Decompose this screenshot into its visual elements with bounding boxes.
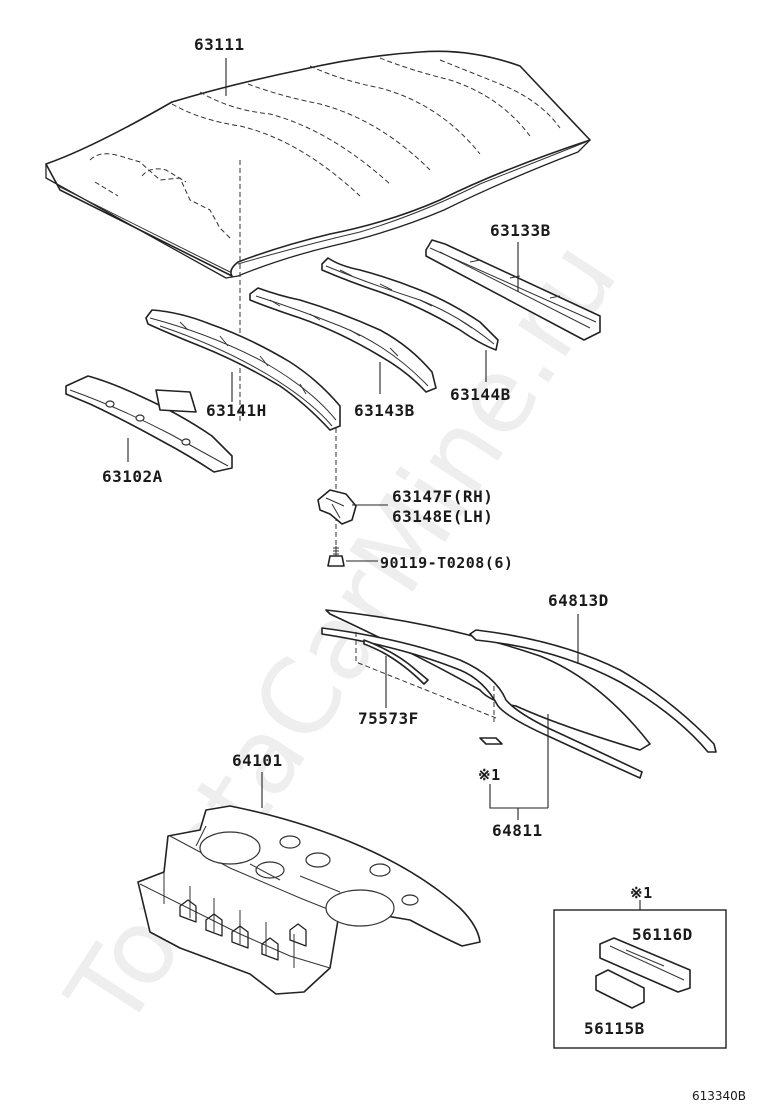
label-bracket-rh: 63147F(RH) [392, 487, 493, 506]
front-header-63141H [145, 309, 341, 431]
label-windshield-header: 63102A [102, 467, 163, 486]
figure-id: 613340B [692, 1089, 746, 1103]
label-back-glass: 64813D [548, 591, 609, 610]
screw-90119 [327, 546, 345, 567]
label-kit-note-mark: ※1 [630, 884, 653, 902]
package-tray-64101 [137, 805, 481, 995]
back-glass-64813D [321, 609, 717, 779]
bow-63144B [321, 257, 499, 351]
label-front-header: 63141H [206, 401, 267, 420]
roof-panel-63111 [45, 50, 591, 279]
label-screw: 90119-T0208(6) [380, 554, 513, 572]
label-glass-set: 64811 [492, 821, 543, 840]
label-bow-2: 63144B [450, 385, 511, 404]
label-dam-d: 56116D [632, 925, 693, 944]
label-rear-rail: 63133B [490, 221, 551, 240]
label-bracket-lh: 63148E(LH) [392, 507, 493, 526]
label-dam-b: 56115B [584, 1019, 645, 1038]
label-bow-1: 63143B [354, 401, 415, 420]
roof-bracket-63147F-63148E [317, 489, 357, 525]
bow-63143B [249, 287, 437, 393]
label-package-tray: 64101 [232, 751, 283, 770]
label-roof-panel: 63111 [194, 35, 245, 54]
leader-lines [127, 58, 641, 910]
rear-rail-63133B [425, 239, 601, 341]
label-note-mark: ※1 [478, 766, 501, 784]
label-glass-moulding: 75573F [358, 709, 419, 728]
kit-box [553, 909, 727, 1049]
windshield-header-63102A [65, 375, 233, 473]
